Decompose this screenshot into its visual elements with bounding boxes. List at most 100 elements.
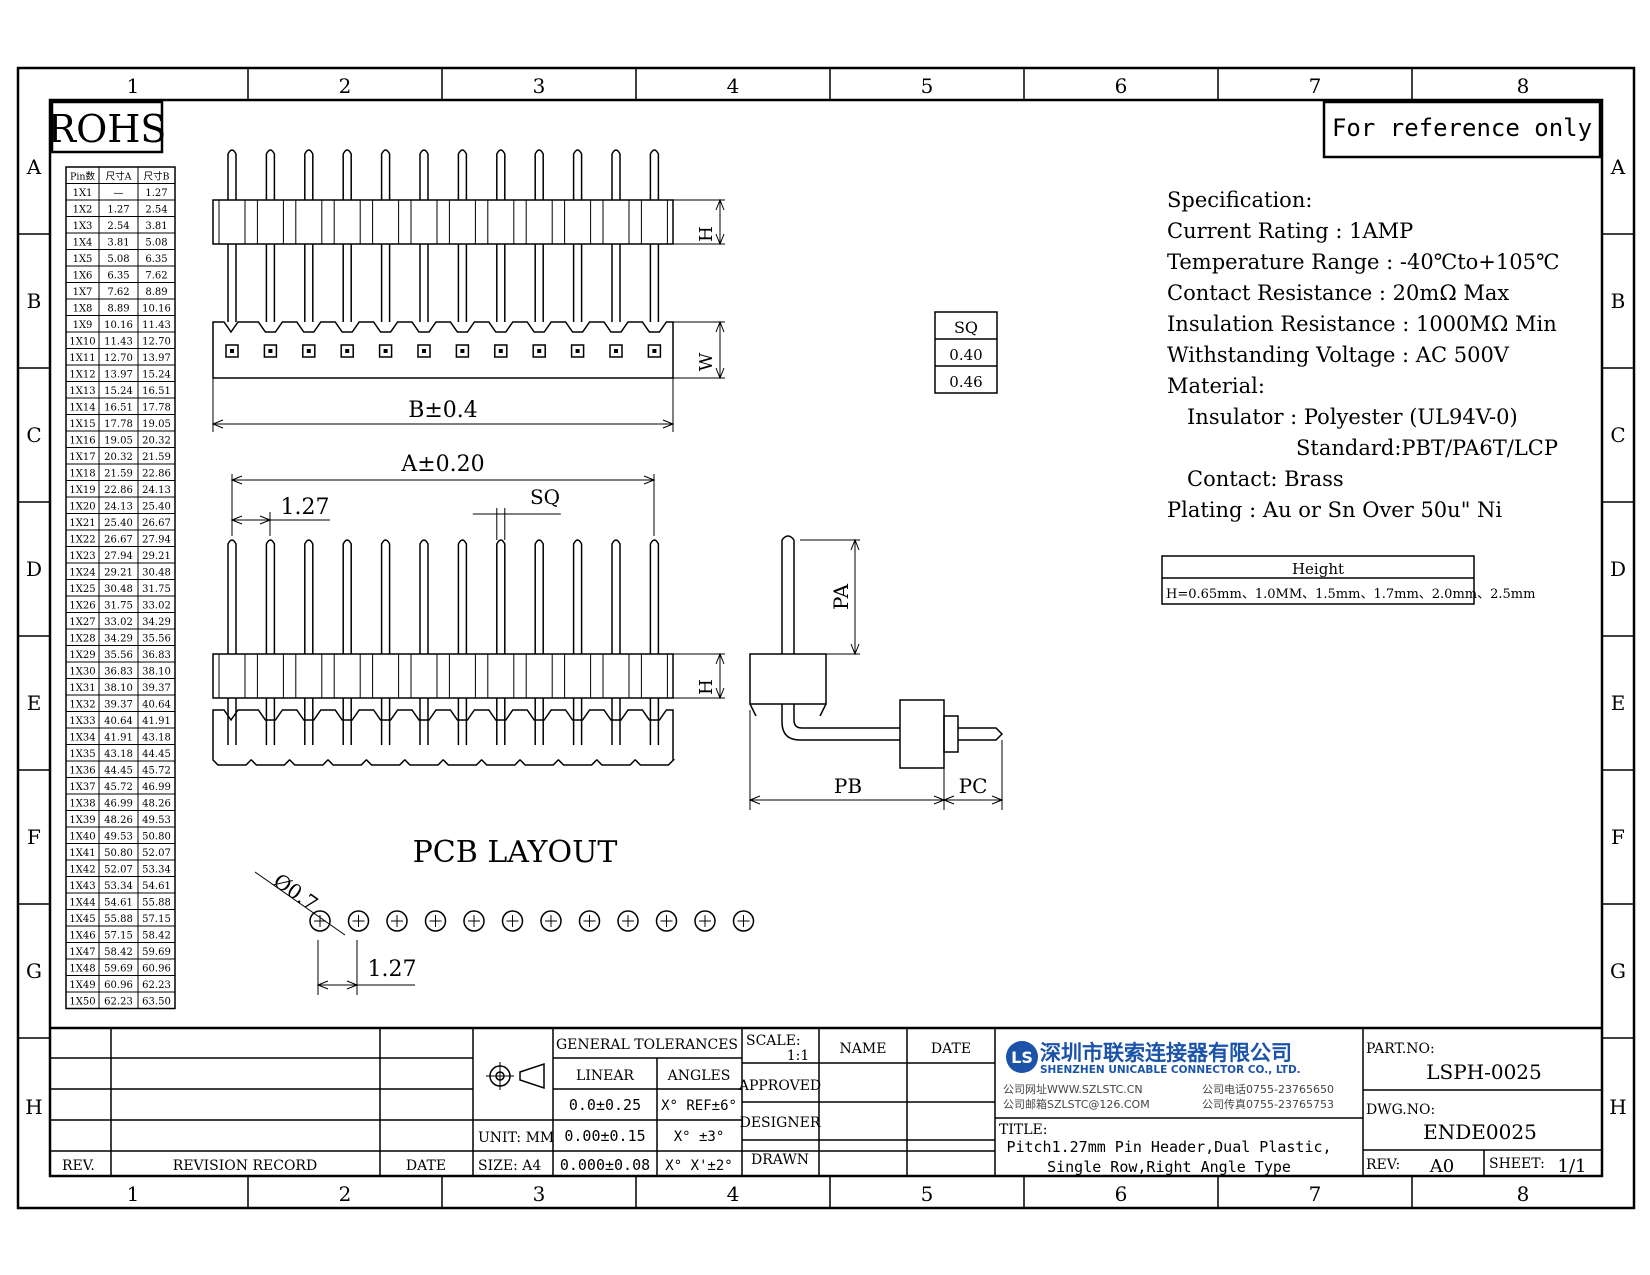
specification: Specification: Current Rating : 1AMP Tem…	[1167, 188, 1559, 522]
pin-table-cell: 1X40	[69, 832, 95, 843]
right-angle-profile	[748, 535, 1004, 810]
pin-table-cell: 24.13	[104, 502, 133, 513]
dim-pitch: 1.27	[281, 495, 330, 520]
pin-table-cell: 26.67	[142, 518, 171, 529]
zone-row-left: H	[25, 1095, 42, 1119]
zone-column-top: 6	[1115, 74, 1128, 98]
pcb-hole	[463, 910, 485, 932]
pin-table-cell: 10.16	[142, 304, 171, 315]
pin-table-cell: 1X20	[69, 502, 95, 513]
pin-table-cell: 6.35	[107, 271, 129, 282]
pcb-hole	[501, 910, 524, 932]
pin-table-cell: 5.08	[107, 254, 129, 265]
pin-table-cell: 13.97	[142, 353, 171, 364]
linear-label: LINEAR	[576, 1068, 634, 1084]
sq-value-2: 0.46	[949, 373, 982, 391]
pin-table-cell: 36.83	[104, 667, 133, 678]
spec-plating: Plating : Au or Sn Over 50u" Ni	[1167, 498, 1502, 522]
pin-table-cell: 1X5	[73, 254, 93, 265]
pin-table-cell: 53.34	[104, 881, 133, 892]
pin-table-cell: 1X46	[69, 931, 95, 942]
pin-table-cell: 46.99	[142, 782, 171, 793]
pin-table-cell: 17.78	[142, 403, 171, 414]
zone-row-right: D	[1610, 557, 1626, 581]
company-website: 公司网址WWW.SZLSTC.CN	[1003, 1082, 1143, 1096]
pin-table-cell: 48.26	[142, 799, 171, 810]
company-name-en: SHENZHEN UNICABLE CONNECTOR CO., LTD.	[1040, 1064, 1301, 1076]
zone-column-top: 2	[339, 74, 352, 98]
pin-table-cell: 10.16	[104, 320, 133, 331]
title-label: TITLE:	[999, 1122, 1047, 1138]
zone-column-top: 4	[727, 74, 740, 98]
pcb-hole	[424, 910, 447, 932]
pcb-hole	[655, 910, 678, 932]
pin-table-cell: 45.72	[104, 782, 133, 793]
date-column-label: DATE	[931, 1041, 971, 1057]
pin-table-cell: 11.43	[104, 337, 133, 348]
pin-table-cell: —	[114, 188, 124, 199]
spec-insulation: Insulation Resistance : 1000MΩ Min	[1167, 312, 1557, 336]
zone-row-left: A	[26, 155, 42, 179]
pin-table-cell: 34.29	[104, 634, 133, 645]
pin-table-cell: 1X33	[69, 716, 95, 727]
rev-label: REV.	[62, 1158, 95, 1174]
zone-row-right: C	[1610, 423, 1625, 447]
pin-table-cell: 44.45	[104, 766, 133, 777]
pin-table-cell: 1X37	[69, 782, 95, 793]
pin-table-cell: 44.45	[142, 749, 171, 760]
pin-table-cell: 59.69	[142, 947, 171, 958]
pin-table-cell: 7.62	[107, 287, 129, 298]
zone-row-left: E	[27, 691, 42, 715]
pin-table-cell: 3.81	[107, 238, 129, 249]
pcb-hole	[578, 910, 601, 932]
pcb-hole	[309, 910, 331, 932]
rohs-box	[50, 100, 164, 154]
pin-table-cell: 17.78	[104, 419, 133, 430]
pin-table-cell: 50.80	[104, 848, 133, 859]
pin-table-cell: 1X29	[69, 650, 95, 661]
pin-table-cell: 20.32	[104, 452, 133, 463]
tol-angle-1: X° REF±6°	[661, 1098, 737, 1114]
tol-angle-3: X° X'±2°	[665, 1158, 732, 1174]
pin-table-cell: 29.21	[104, 568, 133, 579]
pin-table-cell: 31.75	[104, 601, 133, 612]
pin-table-cell: 1X39	[69, 815, 95, 826]
pin-table-cell: 1X38	[69, 799, 95, 810]
pin-table-cell: 1X22	[69, 535, 95, 546]
pin-table-header: Pin数	[70, 171, 96, 183]
dim-pc: PC	[959, 774, 988, 798]
pin-table-cell: 22.86	[142, 469, 171, 480]
pin-table-cell: 58.42	[142, 931, 171, 942]
part-no-label: PART.NO:	[1366, 1041, 1435, 1057]
rev-label-2: REV:	[1366, 1157, 1400, 1173]
pcb-hole	[347, 910, 370, 932]
pin-table-cell: 1X36	[69, 766, 95, 777]
spec-contact-resistance: Contact Resistance : 20mΩ Max	[1167, 281, 1509, 305]
pin-table-cell: 1X27	[69, 617, 95, 628]
pin-table-cell: 35.56	[142, 634, 171, 645]
pin-table-cell: 30.48	[104, 584, 133, 595]
spec-title: Specification:	[1167, 188, 1312, 212]
pin-table-cell: 1X47	[69, 947, 95, 958]
pin-table-cell: 1.27	[145, 188, 167, 199]
general-tolerances: GENERAL TOLERANCES	[556, 1037, 738, 1053]
pin-table-cell: 38.10	[142, 667, 171, 678]
zone-column-bottom: 8	[1517, 1182, 1530, 1206]
pin-table-cell: 55.88	[104, 914, 133, 925]
zone-column-top: 3	[533, 74, 546, 98]
dim-pa: PA	[829, 583, 853, 610]
designer-label: DESIGNER	[740, 1115, 821, 1131]
pin-table-cell: 1X15	[69, 419, 95, 430]
svg-text:LS: LS	[1011, 1048, 1033, 1067]
pin-table-cell: 1X1	[73, 188, 93, 199]
title-block: LS	[50, 1026, 1602, 1176]
pin-table-cell: 12.70	[142, 337, 171, 348]
dim-w: W	[696, 352, 717, 371]
dim-h-side: H	[696, 679, 717, 695]
unit-label: UNIT: MM	[478, 1130, 554, 1146]
pin-table-cell: 57.15	[104, 931, 133, 942]
pin-table-cell: 1X48	[69, 964, 95, 975]
pin-table-cell: 15.24	[142, 370, 171, 381]
date-label: DATE	[406, 1158, 446, 1174]
sq-value-1: 0.40	[949, 346, 982, 364]
